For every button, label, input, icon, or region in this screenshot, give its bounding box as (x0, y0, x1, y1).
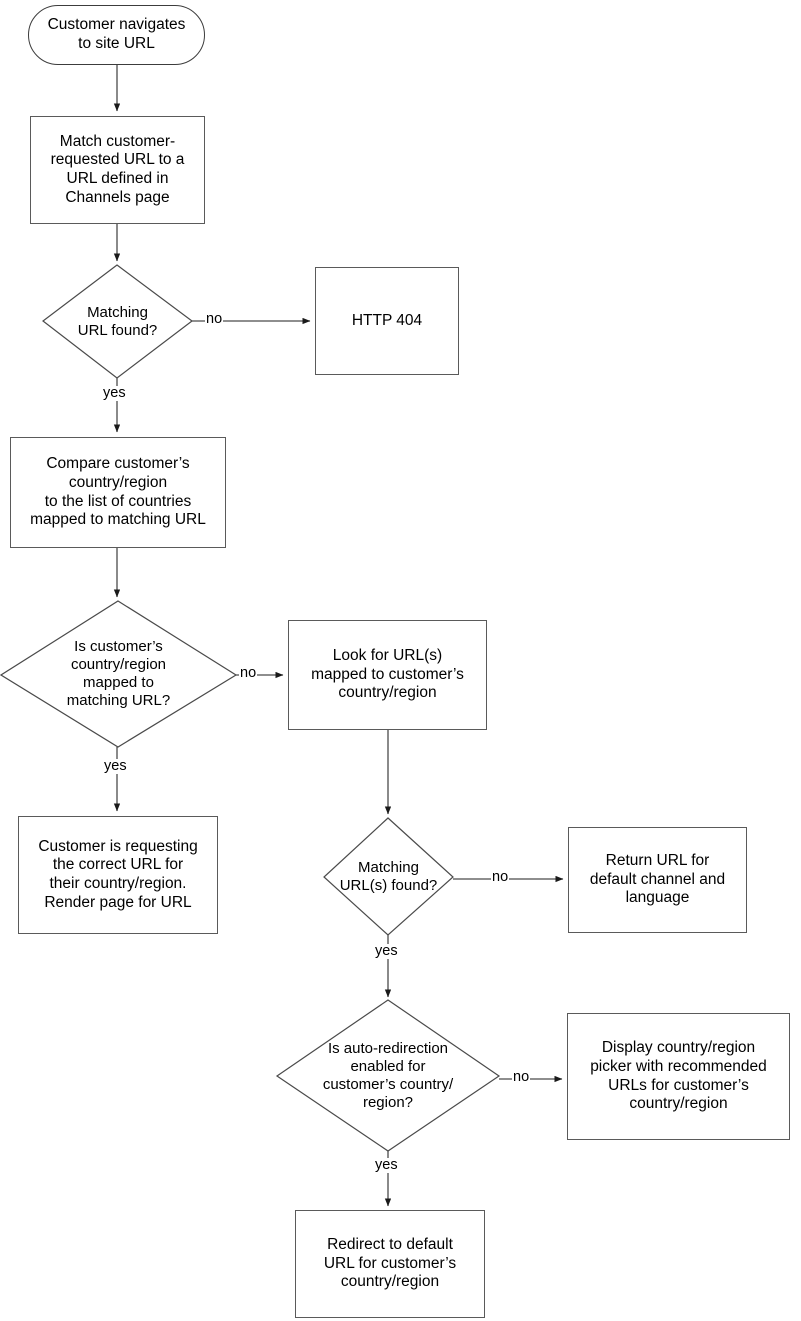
node-auto-redirect-enabled[interactable]: Is auto-redirection enabled for customer… (277, 1000, 499, 1151)
decision-shape-matching-url-found (42, 264, 193, 379)
node-compare-country-label: Compare customer’s country/region to the… (30, 455, 206, 529)
node-return-default-label: Return URL for default channel and langu… (589, 852, 726, 907)
node-auto-redirect-enabled-label: Is auto-redirection enabled for customer… (322, 1039, 454, 1111)
node-correct-url[interactable]: Customer is requesting the correct URL f… (18, 816, 218, 934)
decision-shape-matching-urls-found (323, 817, 454, 936)
node-look-for-urls[interactable]: Look for URL(s) mapped to customer’s cou… (288, 620, 487, 730)
node-display-picker[interactable]: Display country/region picker with recom… (567, 1013, 790, 1140)
decision-shape-auto-redirect-enabled (275, 999, 501, 1152)
edge-label-decision4-no: no (512, 1069, 531, 1085)
node-start-label: Customer navigates to site URL (47, 16, 186, 52)
edge-label-decision2-yes: yes (103, 758, 128, 774)
node-start[interactable]: Customer navigates to site URL (28, 5, 205, 65)
node-matching-url-found-label: Matching URL found? (77, 303, 158, 339)
node-return-default[interactable]: Return URL for default channel and langu… (568, 827, 747, 933)
edge-label-decision4-yes: yes (374, 1157, 399, 1173)
node-http-404-label: HTTP 404 (351, 311, 423, 329)
edge-label-decision1-yes: yes (102, 385, 127, 401)
node-display-picker-label: Display country/region picker with recom… (590, 1039, 767, 1113)
node-http-404[interactable]: HTTP 404 (315, 267, 459, 375)
node-redirect-default-label: Redirect to default URL for customer’s c… (323, 1236, 457, 1291)
edge-label-decision3-yes: yes (374, 943, 399, 959)
node-matching-url-found[interactable]: Matching URL found? (43, 265, 192, 378)
node-match-url[interactable]: Match customer- requested URL to a URL d… (30, 116, 205, 224)
node-look-for-urls-label: Look for URL(s) mapped to customer’s cou… (311, 647, 464, 702)
node-match-url-label: Match customer- requested URL to a URL d… (50, 132, 185, 206)
node-correct-url-label: Customer is requesting the correct URL f… (38, 837, 198, 911)
node-matching-urls-found-label: Matching URL(s) found? (339, 858, 438, 894)
edge-label-decision3-no: no (491, 869, 510, 885)
edge-label-decision1-no: no (205, 311, 224, 327)
decision-shape-is-country-mapped (0, 600, 238, 748)
node-is-country-mapped-label: Is customer’s country/region mapped to m… (66, 638, 171, 709)
node-matching-urls-found[interactable]: Matching URL(s) found? (324, 818, 453, 935)
node-redirect-default[interactable]: Redirect to default URL for customer’s c… (295, 1210, 485, 1318)
edge-label-decision2-no: no (239, 665, 258, 681)
node-is-country-mapped[interactable]: Is customer’s country/region mapped to m… (1, 601, 236, 747)
node-compare-country[interactable]: Compare customer’s country/region to the… (10, 437, 226, 548)
